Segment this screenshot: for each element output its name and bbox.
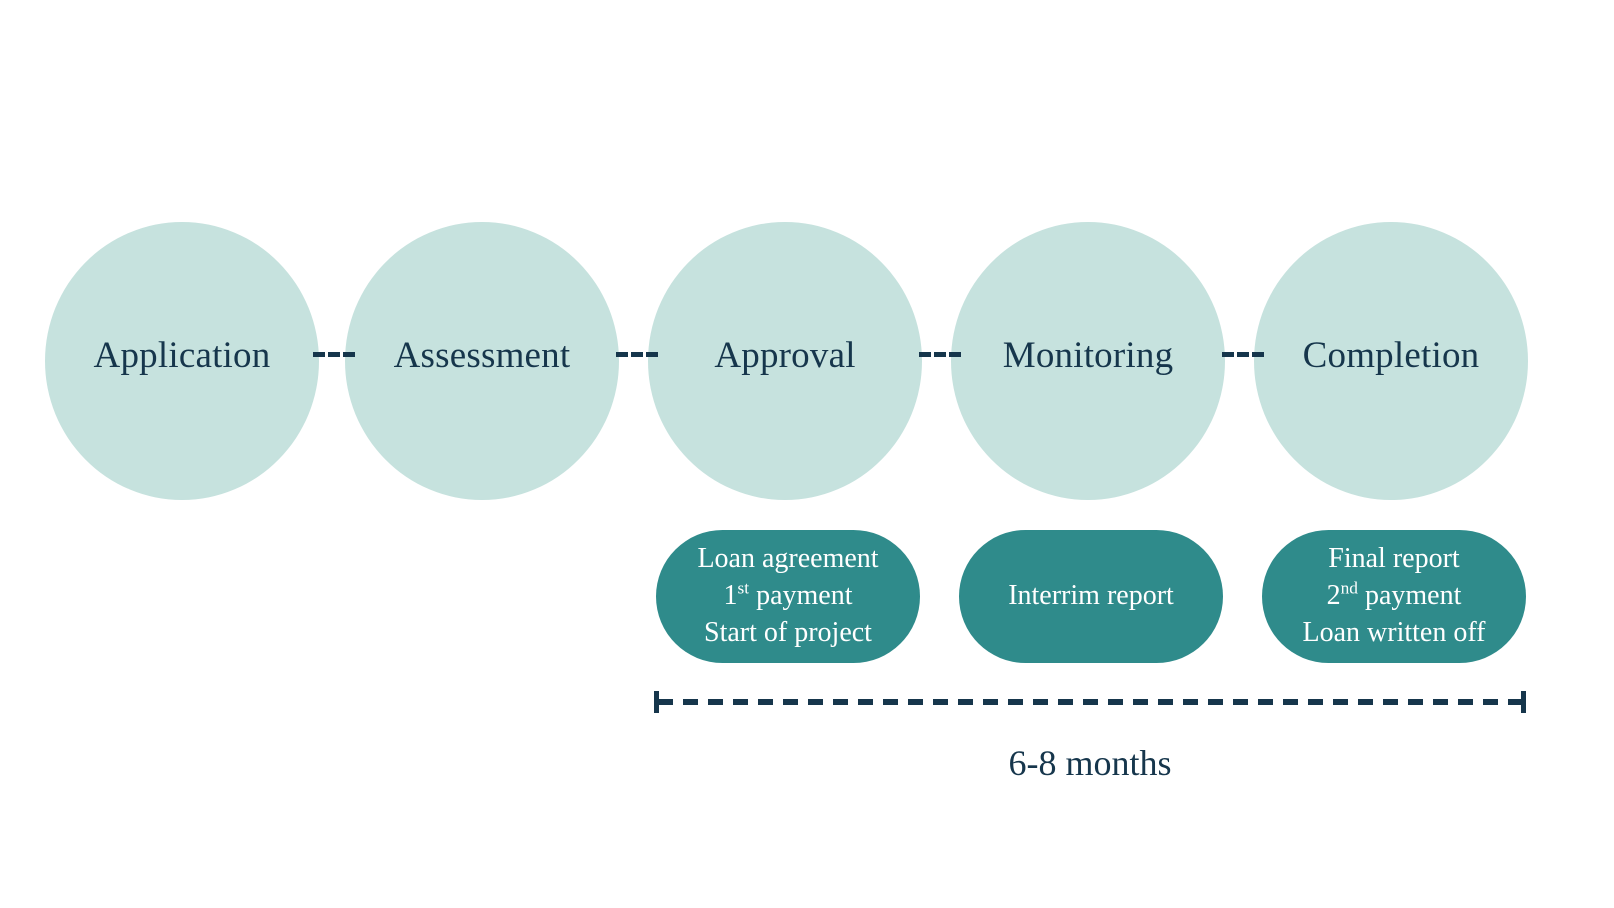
- duration-timeline: [654, 691, 1526, 713]
- connector-dash: [919, 352, 931, 357]
- ordinal-number: 1: [723, 580, 738, 612]
- connector-dash: [1222, 352, 1234, 357]
- deliverable-line-second-payment: 2nd payment: [1327, 578, 1462, 615]
- timeline-dashed-line: [658, 699, 1522, 705]
- deliverable-pill-completion[interactable]: Final report 2nd payment Loan written of…: [1262, 530, 1526, 663]
- connector-assessment-to-approval: [616, 352, 658, 357]
- connector-dash: [343, 352, 355, 357]
- ordinal-number: 2: [1326, 580, 1341, 612]
- connector-dash: [313, 352, 325, 357]
- stage-label-approval: Approval: [714, 334, 856, 376]
- deliverable-line-first-payment: 1st payment: [723, 578, 852, 615]
- connector-dash: [1237, 352, 1249, 357]
- connector-dash: [934, 352, 946, 357]
- stage-circle-approval[interactable]: Approval: [648, 222, 922, 500]
- stage-circle-application[interactable]: Application: [45, 222, 319, 500]
- deliverable-pill-monitoring[interactable]: Interrim report: [959, 530, 1223, 663]
- connector-dash: [631, 352, 643, 357]
- stage-label-application: Application: [93, 334, 271, 376]
- connector-monitoring-to-completion: [1222, 352, 1264, 357]
- stage-label-completion: Completion: [1302, 334, 1480, 376]
- ordinal-suffix: st: [737, 578, 750, 598]
- stage-circle-monitoring[interactable]: Monitoring: [951, 222, 1225, 500]
- stage-circle-assessment[interactable]: Assessment: [345, 222, 619, 500]
- deliverable-line-final-report: Final report: [1328, 543, 1460, 575]
- ordinal-suffix: nd: [1340, 578, 1358, 598]
- connector-dash: [646, 352, 658, 357]
- timeline-end-cap: [1521, 691, 1526, 713]
- payment-word: payment: [1357, 580, 1462, 612]
- stage-circle-completion[interactable]: Completion: [1254, 222, 1528, 500]
- deliverable-line-loan-written-off: Loan written off: [1302, 616, 1486, 648]
- deliverable-pill-approval[interactable]: Loan agreement 1st payment Start of proj…: [656, 530, 920, 663]
- duration-label: 6-8 months: [1008, 743, 1172, 783]
- connector-dash: [616, 352, 628, 357]
- payment-word: payment: [749, 580, 853, 612]
- stage-label-assessment: Assessment: [393, 334, 571, 376]
- connector-dash: [949, 352, 961, 357]
- stage-label-monitoring: Monitoring: [1002, 334, 1174, 376]
- connector-dash: [328, 352, 340, 357]
- connector-application-to-assessment: [313, 352, 355, 357]
- connector-approval-to-monitoring: [919, 352, 961, 357]
- connector-dash: [1252, 352, 1264, 357]
- deliverable-line-start-of-project: Start of project: [704, 616, 872, 648]
- timeline-start-cap: [654, 691, 659, 713]
- deliverable-line-interim-report: Interrim report: [1008, 580, 1174, 612]
- deliverable-line-loan-agreement: Loan agreement: [697, 543, 879, 575]
